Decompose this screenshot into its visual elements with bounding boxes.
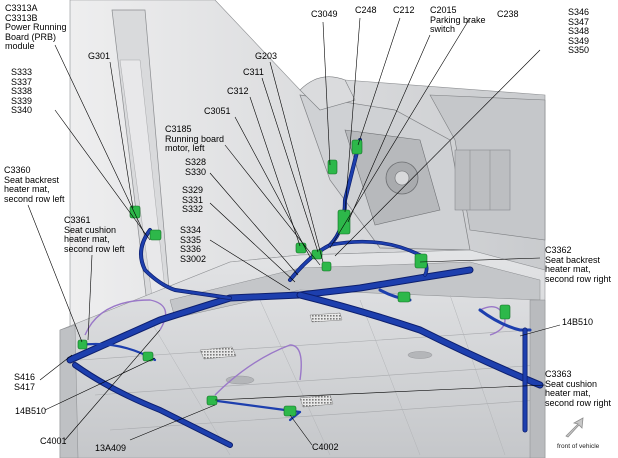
label-c248: C248 [355, 5, 377, 15]
label-s328-group: S328 S330 [185, 157, 207, 177]
label-c312: C312 [227, 86, 249, 96]
label-c3185-running-board-motor-left: C3185 Running board motor, left [165, 124, 225, 154]
label-13a409: 13A409 [95, 443, 127, 453]
label-c3363-seat-cushion-heater-right: C3363 Seat cushion heater mat, second ro… [545, 369, 612, 408]
label-c3049: C3049 [311, 9, 338, 19]
leader-lines [27, 17, 561, 446]
label-14b510-right: 14B510 [562, 317, 594, 327]
label-s416-group: S416 S417 [14, 372, 36, 392]
label-c311: C311 [243, 67, 264, 77]
label-g301: G301 [88, 51, 111, 61]
label-c3051: C3051 [204, 106, 231, 116]
label-c3361-seat-cushion-heater-left: C3361 Seat cushion heater mat, second ro… [64, 215, 125, 254]
front-arrow-icon [565, 417, 584, 438]
label-s329-group: S329 S331 S332 [182, 185, 204, 215]
label-14b510-left: 14B510 [15, 406, 47, 416]
label-s333-group: S333 S337 S338 S339 S340 [11, 67, 33, 116]
label-s334-group: S334 S335 S336 S3002 [180, 225, 207, 264]
front-of-vehicle-caption: front of vehicle [557, 443, 600, 450]
label-c4001: C4001 [40, 436, 67, 446]
label-s346-group: S346 S347 S348 S349 S350 [568, 7, 590, 56]
label-c3362-seat-backrest-heater-right: C3362 Seat backrest heater mat, second r… [545, 245, 612, 284]
label-c3360-seat-backrest-heater-left: C3360 Seat backrest heater mat, second r… [4, 165, 65, 204]
label-c212: C212 [393, 5, 415, 15]
label-c2015-parking-brake-switch: C2015 Parking brake switch [430, 5, 486, 35]
label-c4002: C4002 [312, 442, 339, 452]
label-c3313-prb-module: C3313A C3313B Power Running Board (PRB) … [5, 3, 67, 52]
label-g203: G203 [255, 51, 278, 61]
connectors [77, 139, 511, 417]
label-c238: C238 [497, 9, 519, 19]
